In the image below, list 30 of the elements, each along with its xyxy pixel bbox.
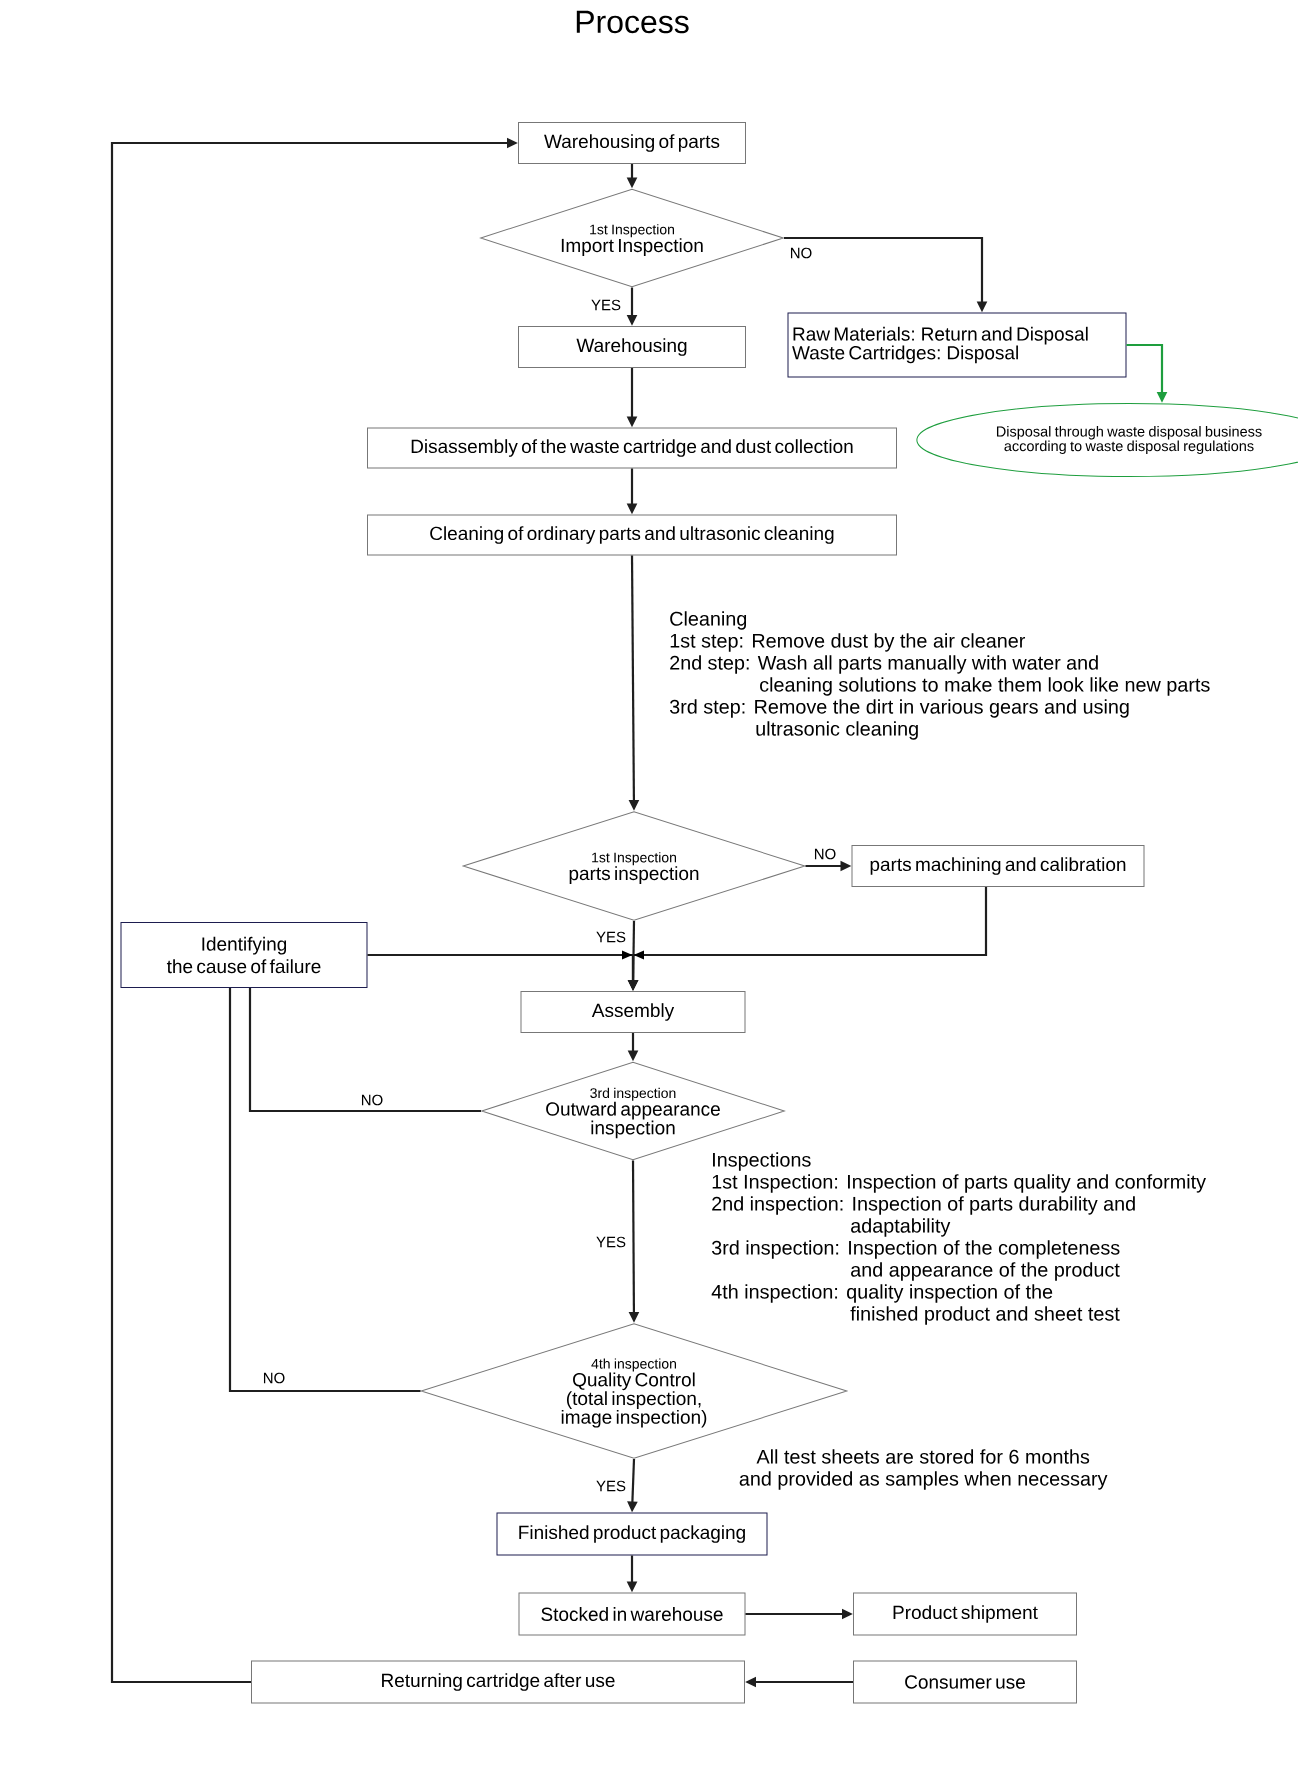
process-box: Finished product packaging [496, 1512, 768, 1556]
note-text: 3rd inspection: Inspection of the completeness and appearance of the product [711, 1240, 1120, 1281]
edge-label: YES [596, 1236, 626, 1248]
process-box: parts machining and calibration [851, 845, 1145, 887]
note-text: 1st Inspection: Inspection of parts quality and conformity [712, 1174, 1206, 1193]
note-text: 2nd step: Wash all parts manually with water and cleaning solutions to make them look like new parts [670, 655, 1210, 696]
edge-label: NO [361, 1094, 383, 1106]
edge-label: YES [596, 1480, 626, 1492]
note-text: Cleaning [670, 611, 747, 630]
process-box: Disassembly of the waste cartridge and dust collection [367, 427, 897, 469]
process-box: Returning cartridge after use [251, 1660, 745, 1704]
process-box: Warehousing [518, 326, 746, 368]
process-box: Assembly [520, 991, 746, 1033]
note-text: 2nd inspection: Inspection of parts durability and adaptability [712, 1196, 1135, 1237]
process-box: Warehousing of parts [518, 122, 746, 164]
process-box: Product shipment [853, 1592, 1077, 1636]
process-box: Identifying the cause of failure [120, 922, 368, 988]
note-text: 4th inspection: quality inspection of the finished product and sheet test [711, 1284, 1120, 1325]
process-box: Stocked in warehouse [518, 1592, 746, 1636]
edge-label: YES [596, 931, 626, 943]
edge-label: NO [790, 247, 812, 259]
title: Process [576, 10, 689, 34]
edge-label: NO [263, 1372, 285, 1384]
process-box: Consumer use [853, 1660, 1077, 1704]
note-text: 1st step: Remove dust by the air cleaner [670, 633, 1025, 652]
edge-label: YES [591, 299, 621, 311]
note-text: 3rd step: Remove the dirt in various gears and using ultrasonic cleaning [669, 699, 1129, 740]
process-box: Raw Materials: Return and Disposal Waste Cartridges: Disposal [787, 312, 1127, 378]
process-box: Cleaning of ordinary parts and ultrasonic cleaning [367, 514, 897, 556]
edge-label: NO [814, 848, 836, 860]
